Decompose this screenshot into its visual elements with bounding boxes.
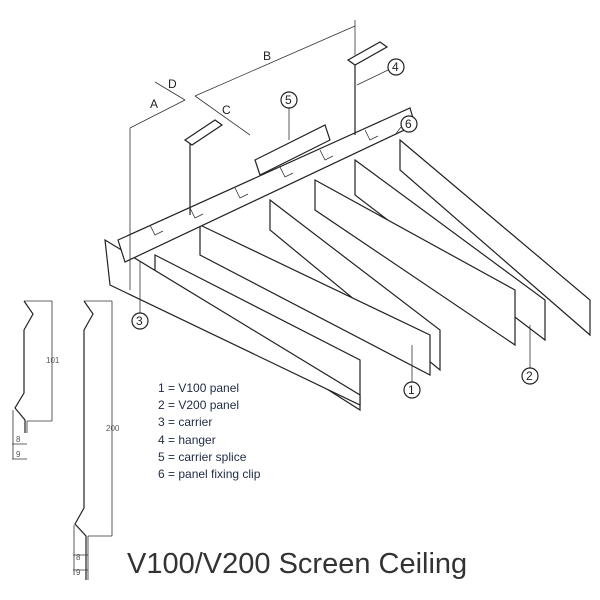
dimension-lines (129, 20, 356, 290)
panels (104, 138, 591, 412)
legend-item: 5 = carrier splice (158, 449, 247, 464)
v200-height: 200 (106, 424, 120, 433)
carrier-notches (149, 129, 379, 236)
panel-v200 (199, 224, 431, 376)
legend-item: 1 = V100 panel (158, 381, 240, 395)
legend: 1 = V100 panel 2 = V200 panel 3 = carrie… (158, 380, 260, 483)
dimension-c-label: C (222, 103, 231, 117)
legend-item: 4 = hanger (158, 432, 216, 447)
carrier-splice (254, 124, 331, 176)
callout-3: 3 (136, 314, 143, 328)
v200-width-9: 9 (76, 568, 81, 577)
panel-v200 (314, 178, 516, 347)
v200-profile: 200 8 9 (73, 300, 120, 580)
legend-item: 3 = carrier (158, 415, 213, 430)
dimension-d-label: D (168, 77, 177, 91)
panel-v200 (399, 138, 591, 337)
callout-4: 4 (392, 60, 399, 74)
legend-item: 2 = V200 panel (158, 398, 240, 413)
callout-6: 6 (405, 117, 412, 131)
v200-width-8: 8 (76, 553, 81, 562)
v100-width-9: 9 (16, 450, 21, 459)
panel-front (104, 238, 361, 406)
callouts: 1 2 3 4 5 6 (131, 58, 539, 399)
v100-height: 101 (46, 356, 60, 365)
legend-item: 6 = panel fixing clip (158, 467, 261, 482)
callout-2: 2 (526, 369, 533, 383)
callout-1: 1 (408, 383, 415, 397)
v100-width-8: 8 (16, 435, 21, 444)
diagram-title: V100/V200 Screen Ceiling (127, 548, 468, 580)
hangers (183, 41, 389, 215)
callout-5: 5 (285, 93, 292, 107)
dimension-b-label: B (263, 49, 271, 63)
v100-profile: 101 8 9 (12, 300, 60, 460)
dimension-a-label: A (150, 97, 158, 111)
